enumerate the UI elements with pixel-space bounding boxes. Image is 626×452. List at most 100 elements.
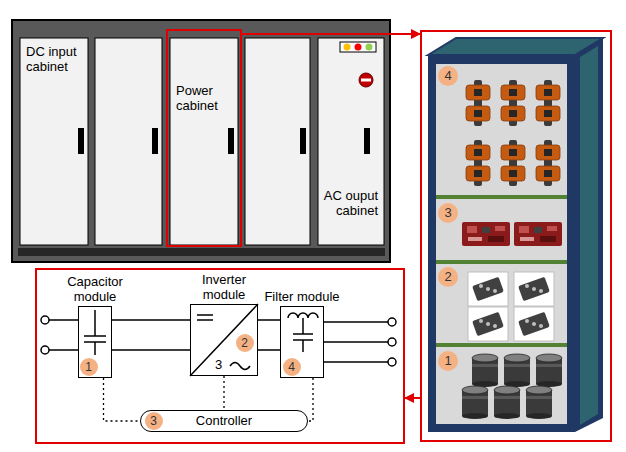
schematic-symbols bbox=[324, 341, 388, 343]
open-cabinet bbox=[436, 64, 567, 424]
open-cabinet bbox=[472, 354, 498, 387]
open-cabinet bbox=[580, 46, 598, 425]
open-cabinet bbox=[514, 222, 562, 246]
cabinet-row bbox=[340, 42, 376, 52]
schematic-symbols bbox=[84, 335, 106, 337]
cabinet-row bbox=[364, 128, 370, 154]
controller-box: Controller3 bbox=[140, 410, 308, 432]
open-cabinet bbox=[466, 80, 490, 126]
open-cabinet bbox=[468, 307, 508, 341]
schematic-symbols bbox=[197, 314, 213, 316]
callout-number: 4 bbox=[283, 358, 301, 376]
schematic-symbols bbox=[302, 340, 304, 352]
callout-number: 2 bbox=[438, 267, 458, 287]
callout-number: 3 bbox=[438, 203, 458, 223]
open-cabinet bbox=[436, 343, 567, 347]
callout-number: 1 bbox=[438, 351, 458, 371]
schematic-symbols bbox=[288, 313, 318, 318]
schematic-symbols bbox=[190, 304, 258, 376]
callout-number: 4 bbox=[438, 66, 458, 86]
open-cabinet bbox=[436, 260, 567, 264]
schematic-symbols bbox=[94, 342, 96, 355]
open-cabinet bbox=[501, 140, 525, 186]
open-cabinet bbox=[514, 307, 554, 341]
callout-number: 1 bbox=[438, 351, 458, 371]
schematic-symbols bbox=[230, 363, 250, 370]
open-cabinet bbox=[462, 222, 510, 246]
control-line bbox=[223, 376, 224, 410]
schematic-symbols bbox=[302, 318, 304, 334]
schematic-symbols bbox=[41, 304, 396, 376]
schematic-symbols bbox=[197, 319, 213, 321]
cabinet-row bbox=[300, 128, 306, 154]
cabinet-box: AC ouput cabinet bbox=[318, 38, 384, 245]
cabinet-box: Power cabinet bbox=[166, 29, 242, 247]
module-heading: Capacitor module bbox=[53, 274, 137, 304]
cabinet-row bbox=[152, 128, 158, 154]
module-heading: Inverter module bbox=[182, 272, 266, 302]
cabinet-row bbox=[170, 38, 238, 245]
cabinet-row bbox=[20, 38, 88, 245]
open-cabinet bbox=[536, 140, 560, 186]
schematic-symbols bbox=[324, 361, 388, 363]
open-cabinet bbox=[514, 272, 554, 306]
cabinet-row bbox=[366, 44, 373, 51]
cabinet-box: DC input cabinet bbox=[20, 38, 88, 245]
callout-number: 1 bbox=[80, 358, 98, 376]
open-cabinet bbox=[428, 38, 603, 432]
callout-number: 2 bbox=[236, 334, 254, 352]
open-cabinet bbox=[536, 354, 562, 387]
callout-number: 2 bbox=[236, 334, 254, 352]
control-line bbox=[104, 378, 141, 421]
cabinet-row bbox=[359, 73, 373, 87]
box-label: DC input cabinet bbox=[26, 44, 83, 74]
cabinet-row bbox=[95, 38, 162, 245]
open-cabinet bbox=[428, 38, 603, 55]
power-wire bbox=[112, 320, 190, 350]
cabinet-row bbox=[228, 128, 234, 154]
schematic-symbols bbox=[41, 316, 49, 324]
callout-number: 3 bbox=[145, 412, 163, 430]
cabinet-row bbox=[245, 38, 310, 245]
cabinet-row bbox=[355, 44, 362, 51]
open-cabinet bbox=[526, 386, 552, 419]
box-label: Controller bbox=[141, 411, 307, 430]
schematic-symbols bbox=[94, 310, 96, 336]
module-heading: Filter module bbox=[260, 289, 344, 304]
open-cabinet bbox=[468, 272, 508, 306]
open-cabinet bbox=[501, 80, 525, 126]
pointer-arrow bbox=[242, 33, 420, 35]
callout-number: 4 bbox=[283, 358, 301, 376]
schematic-frame: Capacitor module1Inverter module2Filter … bbox=[35, 268, 405, 444]
open-cabinet bbox=[436, 195, 567, 199]
inverter-module: Inverter module2 bbox=[190, 304, 258, 376]
cabinet-row bbox=[78, 128, 84, 154]
box-label: Power cabinet bbox=[176, 83, 235, 113]
open-cabinet bbox=[462, 386, 488, 419]
control-line bbox=[308, 378, 313, 421]
signal-label: 3 bbox=[215, 357, 222, 372]
power-wire bbox=[258, 320, 280, 350]
open-cabinet bbox=[504, 354, 530, 387]
callout-number: 2 bbox=[438, 267, 458, 287]
cabinet-row bbox=[344, 44, 351, 51]
capacitor-module: Capacitor module1 bbox=[78, 306, 112, 378]
schematic-symbols bbox=[388, 338, 396, 346]
cabinet-row bbox=[318, 38, 384, 245]
box-label: AC ouput cabinet bbox=[322, 188, 378, 218]
cabinet-row bbox=[18, 248, 385, 256]
filter-module: Filter module4 bbox=[280, 306, 324, 378]
detail-frame: 4 3 2 1 bbox=[420, 30, 612, 442]
callout-number: 1 bbox=[80, 358, 98, 376]
cabinet-row bbox=[12, 20, 390, 262]
open-cabinet bbox=[575, 38, 603, 432]
schematic-symbols bbox=[49, 319, 78, 321]
cabinet-row bbox=[12, 20, 390, 262]
schematic-symbols bbox=[41, 346, 49, 354]
schematic-symbols bbox=[49, 349, 78, 351]
pointer-arrow bbox=[405, 397, 420, 399]
schematic-symbols bbox=[293, 333, 313, 335]
